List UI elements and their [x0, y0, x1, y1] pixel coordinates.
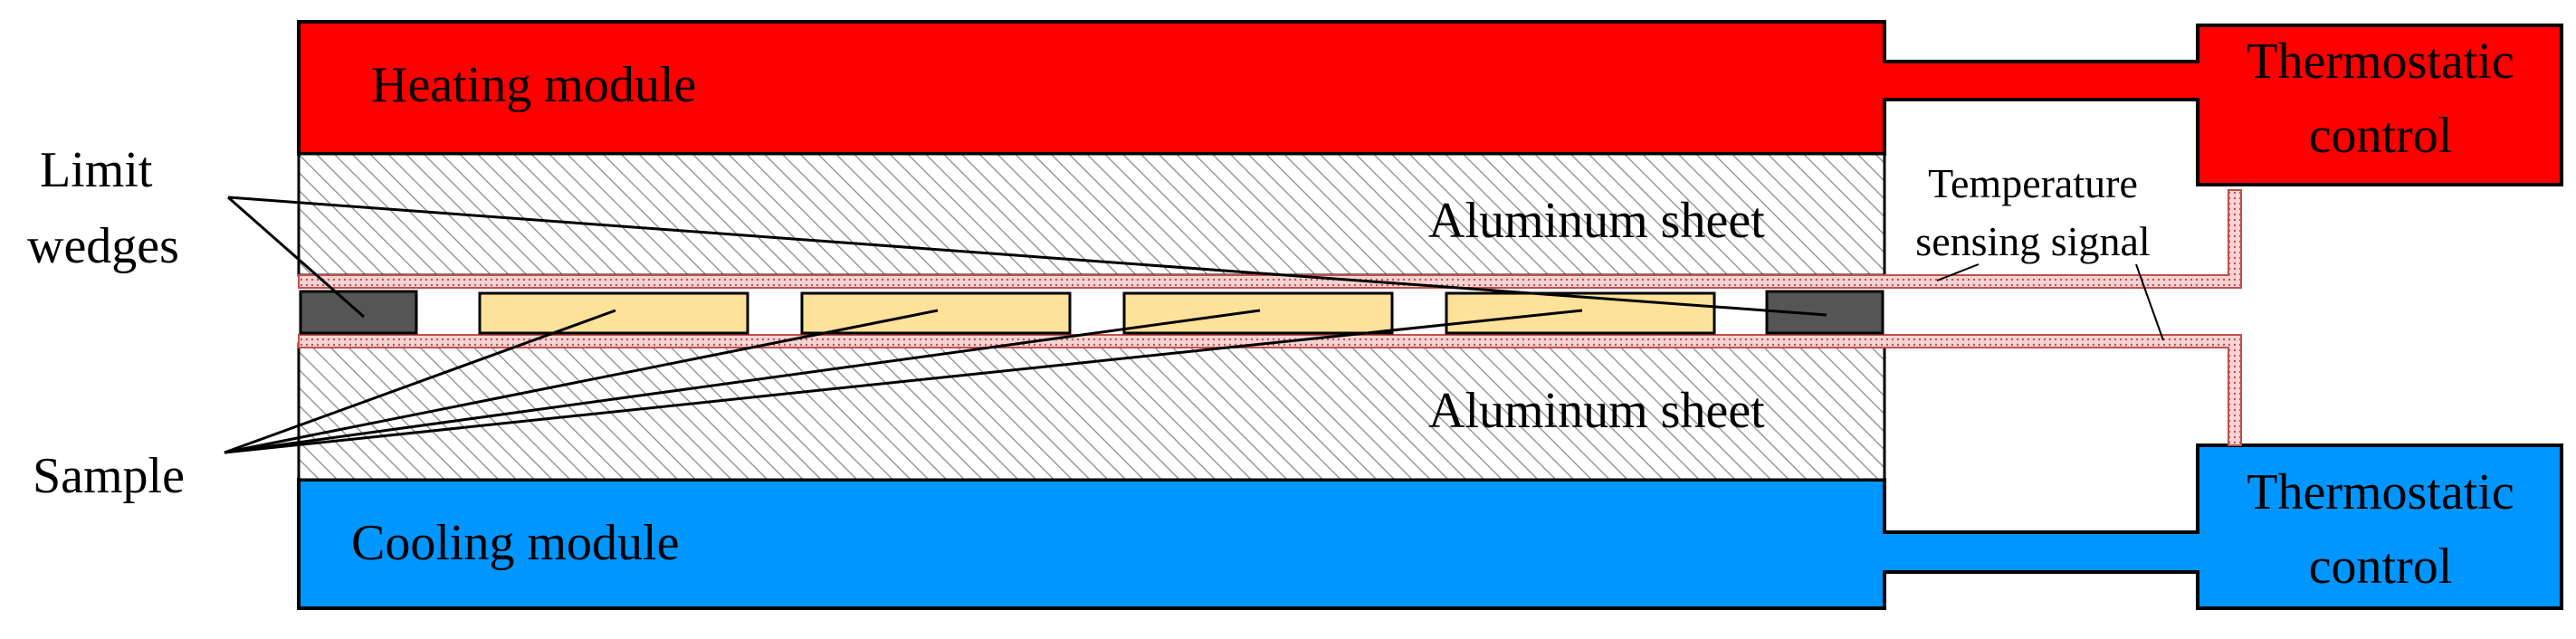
leader-sample-1	[224, 309, 616, 454]
limit-wedges-label-line2: wedges	[27, 218, 179, 274]
heating-module-label: Heating module	[371, 57, 696, 113]
leader-sensing-bottom	[2135, 263, 2164, 341]
leader-wedge-right	[227, 196, 1827, 317]
sample-2	[800, 291, 1072, 335]
sensor-wire-top	[298, 189, 2242, 289]
sample-4	[1445, 291, 1716, 335]
leader-sample-4	[224, 309, 1583, 454]
aluminum-sheet-bottom	[297, 342, 1886, 482]
thermostatic-control-bottom-line1: Thermostatic	[2247, 464, 2514, 520]
sample-label: Sample	[33, 448, 185, 504]
sample-1	[478, 291, 749, 335]
leader-wedge-left	[227, 196, 365, 319]
cooling-module-label: Cooling module	[351, 515, 679, 571]
cooling-module-shape	[297, 443, 2563, 610]
temperature-sensing-label-line1: Temperature	[1928, 160, 2138, 206]
sensor-wire-bottom	[298, 334, 2242, 446]
thermostatic-control-top-line2: control	[2309, 108, 2453, 164]
aluminum-sheet-top-label: Aluminum sheet	[1428, 193, 1765, 249]
limit-wedges-label-line1: Limit	[40, 142, 153, 198]
leader-sample-2	[224, 309, 939, 454]
leader-sensing-top	[1936, 263, 1980, 281]
aluminum-sheet-bottom-label: Aluminum sheet	[1428, 383, 1765, 439]
temperature-sensing-label-line2: sensing signal	[1915, 218, 2150, 264]
aluminum-sheet-top	[297, 152, 1886, 277]
thermostatic-control-top-line1: Thermostatic	[2247, 33, 2514, 90]
thermostatic-control-bottom-line2: control	[2309, 539, 2453, 595]
sample-3	[1122, 291, 1394, 335]
leader-sample-3	[224, 309, 1261, 454]
